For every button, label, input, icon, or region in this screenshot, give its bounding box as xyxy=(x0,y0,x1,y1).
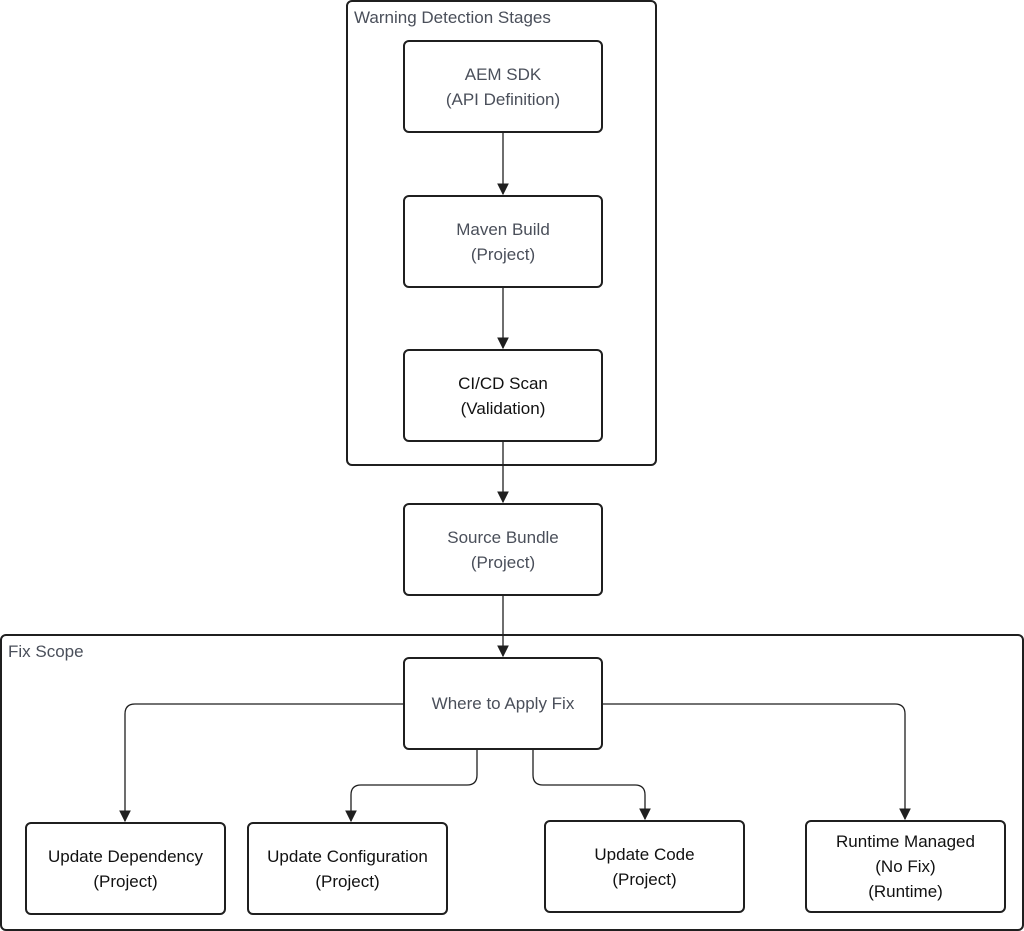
node-label: AEM SDK xyxy=(464,64,542,84)
node-label: Update Dependency xyxy=(47,846,203,866)
node-sublabel: (Project) xyxy=(470,244,536,264)
node-sublabel: (Project) xyxy=(315,871,380,891)
group-warning-detection-stages: Warning Detection Stages xyxy=(346,0,657,466)
node-source-bundle: Source Bundle (Project) xyxy=(403,503,603,596)
group-fix-scope: Fix Scope xyxy=(0,634,1024,931)
node-label: CI/CD Scan xyxy=(458,373,548,393)
node-label: Maven Build xyxy=(456,219,550,239)
node-runtime-managed: Runtime Managed (No Fix) (Runtime) xyxy=(805,820,1006,913)
node-sublabel: (Project) xyxy=(93,871,158,891)
node-aem-sdk: AEM SDK (API Definition) xyxy=(403,40,603,133)
node-sublabel: (API Definition) xyxy=(445,89,561,109)
node-label: Source Bundle xyxy=(447,527,559,547)
node-label: Update Configuration xyxy=(267,846,428,866)
node-sublabel: (No Fix) xyxy=(875,857,936,876)
node-sublabel: (Project) xyxy=(612,869,677,889)
node-label: Runtime Managed xyxy=(836,832,975,851)
node-sublabel: (Runtime) xyxy=(868,882,943,901)
node-maven-build: Maven Build (Project) xyxy=(403,195,603,288)
node-label: Where to Apply Fix xyxy=(431,694,575,713)
node-where-to-apply-fix: Where to Apply Fix xyxy=(403,657,603,750)
node-cicd-scan: CI/CD Scan (Validation) xyxy=(403,349,603,442)
node-label: Update Code xyxy=(594,844,695,864)
group-label: Fix Scope xyxy=(8,642,84,661)
edge-where-to-code xyxy=(532,749,651,821)
node-update-dependency: Update Dependency (Project) xyxy=(25,822,226,915)
node-update-configuration: Update Configuration (Project) xyxy=(247,822,448,915)
edge-where-to-configuration xyxy=(345,749,478,823)
node-update-code: Update Code (Project) xyxy=(544,820,745,913)
edge-where-to-dependency xyxy=(119,703,404,823)
node-sublabel: (Validation) xyxy=(460,398,546,418)
group-label: Warning Detection Stages xyxy=(354,8,551,27)
node-sublabel: (Project) xyxy=(470,552,536,572)
edge-where-to-runtime xyxy=(602,703,911,821)
